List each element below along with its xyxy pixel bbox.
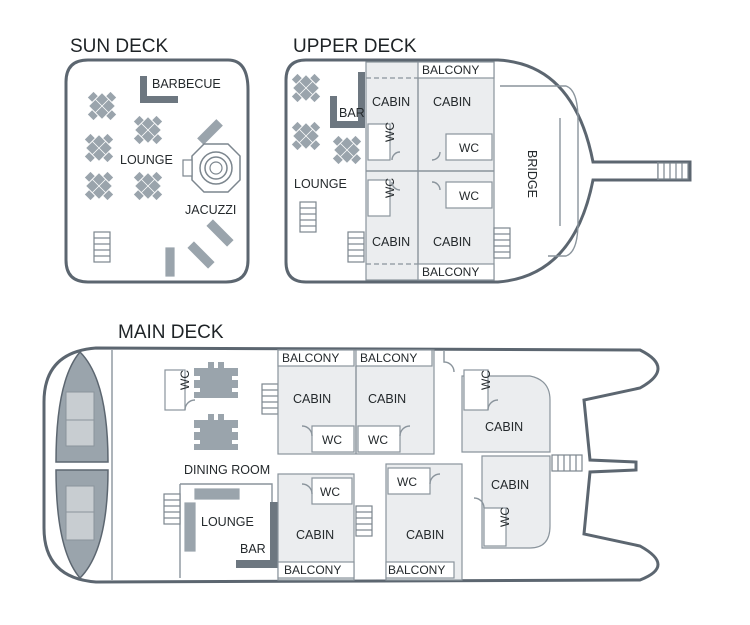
jacuzzi-label: JACUZZI [185,203,236,217]
lounge-table-icon [291,121,321,151]
main-wc-label: WC [397,475,417,489]
upper-bar-label: BAR [339,106,365,120]
stairs-icon [299,201,317,233]
main-wc-label: WC [368,433,388,447]
stairs-icon [261,383,279,415]
main-cabin-block-bottom: WC WC BALCONY BALCONY CABIN CABIN [277,463,463,581]
main-cabin-block-top: BALCONY BALCONY WC WC CABIN CABIN [277,349,435,455]
main-bar-label: BAR [240,542,266,556]
upper-wc-label: WC [459,141,479,155]
dining-table-icon [194,362,238,398]
main-wc-label: WC [498,507,512,527]
lounge-table-icon [84,133,114,163]
lifeboat-icon [55,469,109,580]
main-wc-label: WC [320,485,340,499]
sun-lounge-label: LOUNGE [120,153,173,167]
upper-balcony-top: BALCONY [422,63,479,77]
main-cabin-label: CABIN [296,528,334,542]
upper-wc-label: WC [383,178,397,198]
main-balcony-label: BALCONY [360,351,417,365]
upper-lounge-label: LOUNGE [294,177,347,191]
sun-lounger-icon [186,240,216,270]
lounge-table-icon [291,73,321,103]
lounge-table-icon [332,135,362,165]
main-cabin-label: CABIN [368,392,406,406]
dining-table-icon [194,414,238,450]
upper-wc-label: WC [459,189,479,203]
main-balcony-label: BALCONY [388,563,445,577]
bridge-console [548,85,579,257]
upper-balcony-bottom: BALCONY [422,265,479,279]
bar-counter [330,72,365,128]
main-cabin-label: CABIN [406,528,444,542]
barbecue-label: BARBECUE [152,77,221,91]
main-cabin-block-stern: WC WC CABIN CABIN [461,369,551,549]
stairs-icon [355,505,373,537]
sun-deck: SUN DECK BARBECUE LOUNGE JACUZZI [64,36,250,284]
sun-lounger-icon [164,246,176,278]
stairs-icon [493,227,511,259]
upper-cabin-label: CABIN [372,235,410,249]
stairs-icon [551,454,583,472]
lounge-table-icon [133,171,163,201]
bar-counter [270,502,278,568]
upper-deck-title: UPPER DECK [293,36,417,57]
main-wc-label: WC [178,370,192,390]
lounge-table-icon [87,91,117,121]
main-cabin-label: CABIN [485,420,523,434]
main-deck: MAIN DECK WC DINING ROOM [42,322,660,584]
lounge-table-icon [133,115,163,145]
main-wc-label: WC [322,433,342,447]
dining-room-label: DINING ROOM [184,463,270,477]
upper-cabin-label: CABIN [433,95,471,109]
sun-lounger-icon [195,117,225,147]
sun-deck-title: SUN DECK [70,36,169,57]
sun-lounger-icon [205,218,235,248]
main-lounge-label: LOUNGE [201,515,254,529]
upper-cabin-label: CABIN [433,235,471,249]
lounge-table-icon [84,171,114,201]
jacuzzi-icon [182,143,241,193]
stairs-icon [163,493,181,525]
main-deck-title: MAIN DECK [118,322,224,343]
stairs-icon [93,231,111,263]
main-cabin-label: CABIN [293,392,331,406]
bridge-label: BRIDGE [525,150,539,198]
main-balcony-label: BALCONY [284,563,341,577]
stairs-icon [657,162,689,180]
upper-cabin-label: CABIN [372,95,410,109]
upper-cabin-block: BALCONY BALCONY WC WC WC WC CABIN CABIN [365,61,495,281]
main-balcony-label: BALCONY [282,351,339,365]
main-wc-label: WC [479,370,493,390]
stairs-icon [347,231,365,263]
main-cabin-label: CABIN [491,478,529,492]
sofa-icon [193,487,241,501]
bar-counter [236,560,278,568]
sofa-icon [183,501,197,553]
barbecue-counter [140,76,178,103]
upper-deck: UPPER DECK BALCONY BALCONY WC WC WC WC [284,36,692,284]
lifeboat-icon [55,350,109,463]
upper-wc-label: WC [383,122,397,142]
